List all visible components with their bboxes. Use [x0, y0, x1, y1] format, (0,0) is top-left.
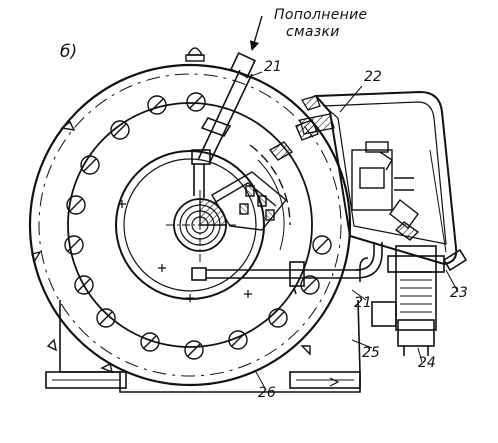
title-line-2: смазки: [286, 24, 340, 40]
shaft-end: [166, 190, 236, 262]
flange-bolt-holes: [64, 92, 332, 360]
leader-lines: [245, 71, 459, 391]
callout-label: 24: [418, 355, 436, 371]
callout-label: 25: [362, 345, 380, 361]
oil-reservoir-cylinder: [359, 245, 468, 356]
callout-label: 22: [364, 69, 382, 85]
base-frame: [45, 299, 361, 393]
inner-housing: [67, 102, 313, 348]
oil-pipe-lower: [191, 242, 383, 295]
callout-label: 23: [450, 285, 468, 301]
edge-bolts: [31, 47, 311, 374]
center-marks: [118, 200, 252, 302]
callout-label: 26: [258, 385, 276, 401]
outer-housing: [28, 63, 352, 387]
title-line-1: Пополнение: [274, 7, 368, 23]
callout-label: 21: [264, 59, 282, 75]
callout-label: 21: [354, 295, 372, 311]
oil-pipe-upper: [191, 51, 257, 198]
refill-arrow: [249, 15, 263, 51]
panel-label: б): [60, 42, 78, 62]
lubricator-mechanism: [351, 141, 447, 253]
lubricator-housing: [299, 90, 458, 266]
